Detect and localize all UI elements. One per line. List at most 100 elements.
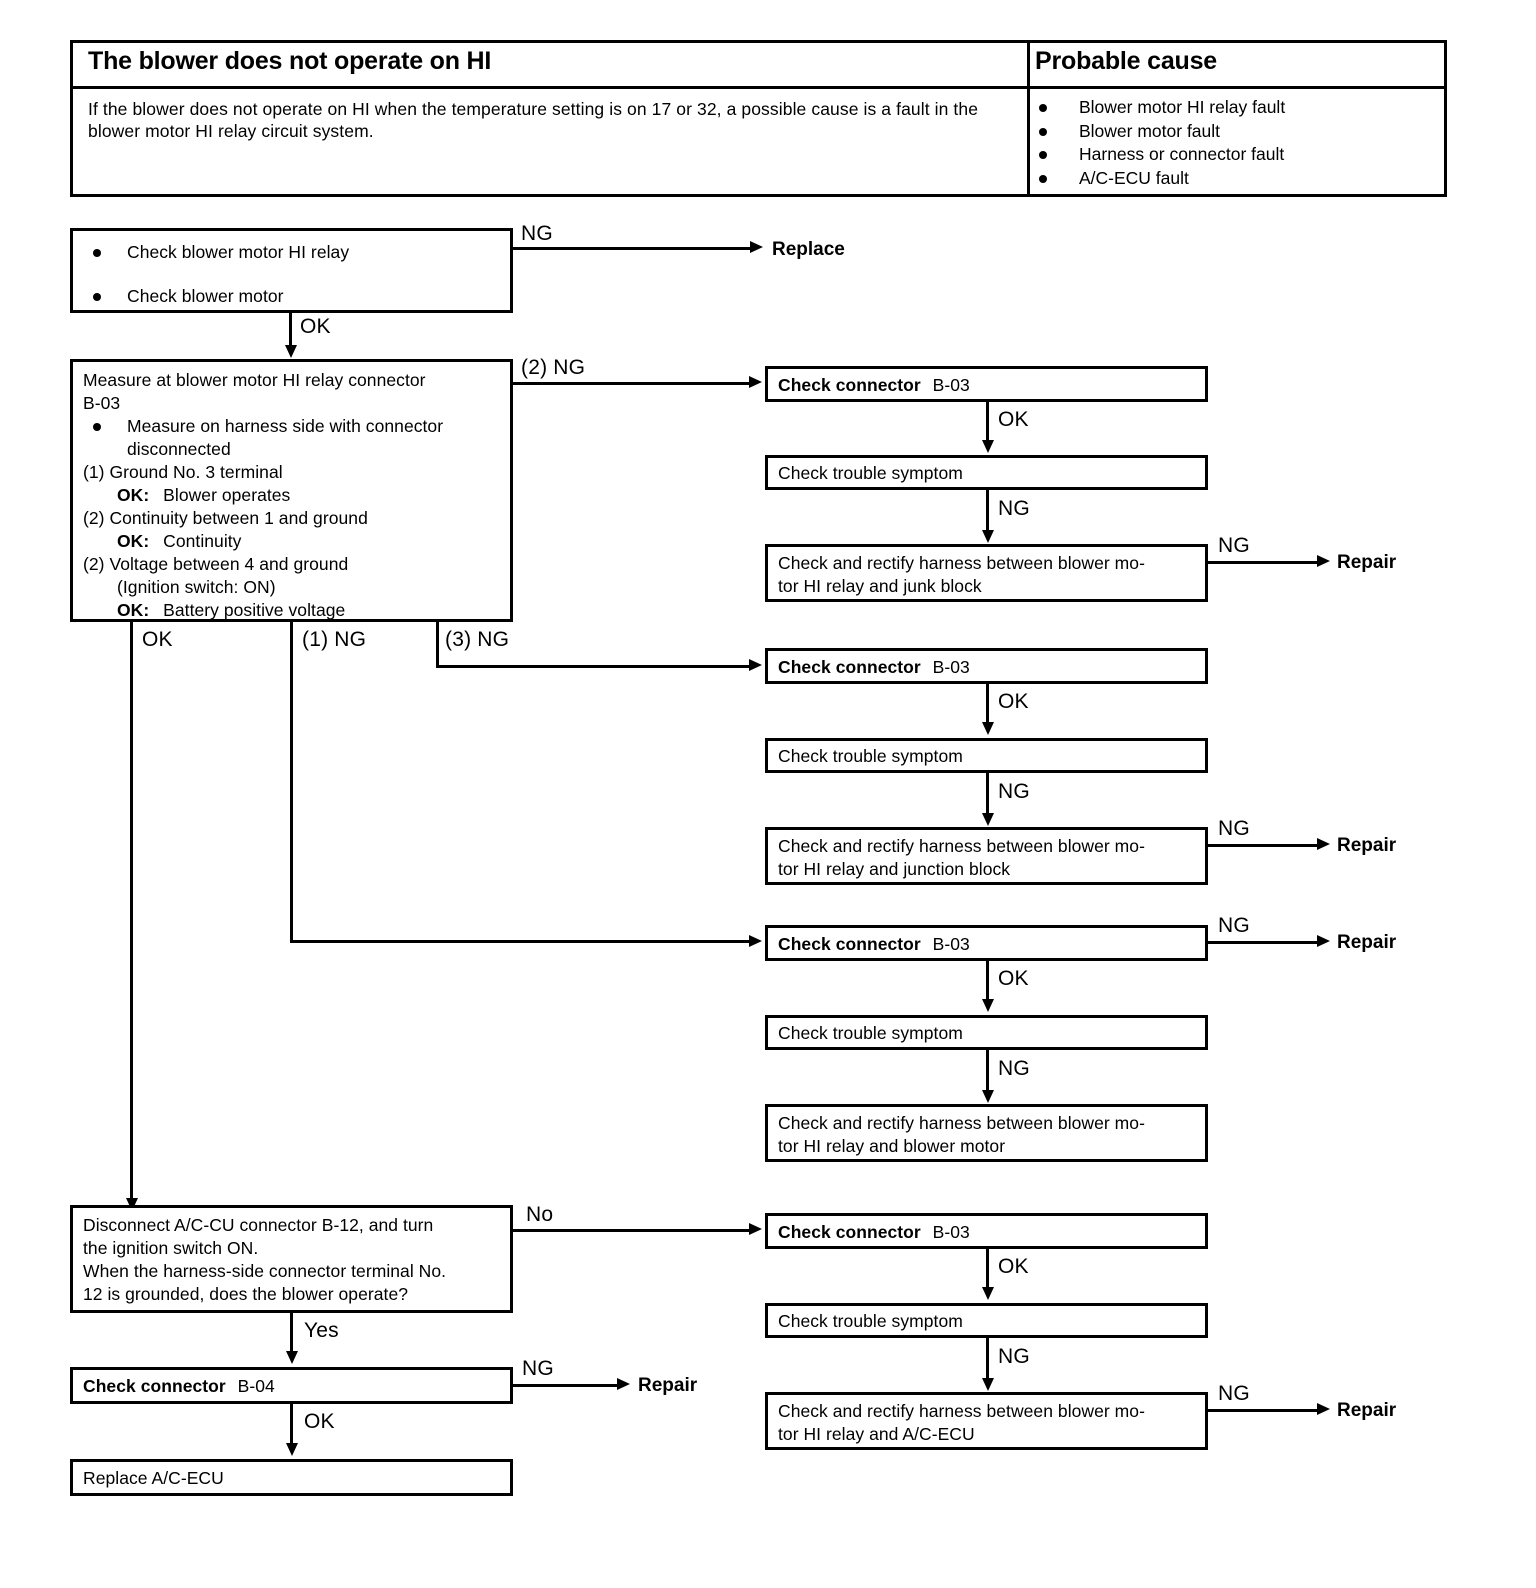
bullet-icon xyxy=(93,293,101,301)
group1-ng-line xyxy=(986,490,989,534)
ok-value: Continuity xyxy=(163,531,242,551)
measure-step-3-ok: OK: Battery positive voltage xyxy=(83,599,504,622)
symptom-description: If the blower does not operate on HI whe… xyxy=(88,99,979,141)
cause-item: Blower motor fault xyxy=(1035,120,1435,144)
edge-label-yes: Yes xyxy=(304,1319,339,1342)
group3-check-connector-box[interactable]: Check connector B-03 xyxy=(765,925,1208,961)
measure-step-2: (2) Continuity between 1 and ground xyxy=(83,508,368,528)
group2-harness-box[interactable]: Check and rectify harness between blower… xyxy=(765,827,1208,885)
connector-id: B-04 xyxy=(237,1376,275,1396)
harness-line2: tor HI relay and junk block xyxy=(778,576,982,596)
arrow-right-icon xyxy=(617,1378,630,1390)
check-symptom-label: Check trouble symptom xyxy=(778,463,963,483)
arrow-right-icon xyxy=(1317,555,1330,567)
arrow-right-icon xyxy=(1317,838,1330,850)
b04-ng-repair-line xyxy=(513,1384,620,1387)
check-motor-label: Check blower motor xyxy=(127,286,284,306)
arrow-right-icon xyxy=(749,376,762,388)
disconnect-line2: the ignition switch ON. xyxy=(83,1238,259,1258)
group4-ng-line xyxy=(986,1338,989,1382)
arrow-right-icon xyxy=(1317,935,1330,947)
ng-line-replace xyxy=(513,247,753,250)
group2-check-connector-box[interactable]: Check connector B-03 xyxy=(765,648,1208,684)
cause-item-label: Harness or connector fault xyxy=(1079,144,1285,164)
edge-label-ok: OK xyxy=(998,1255,1029,1278)
arrow-right-icon xyxy=(1317,1403,1330,1415)
arrow-down-icon xyxy=(982,999,994,1012)
check-symptom-label: Check trouble symptom xyxy=(778,1023,963,1043)
check-relay-box[interactable]: Check blower motor HI relay Check blower… xyxy=(70,228,513,313)
bullet-icon xyxy=(1039,127,1047,136)
arrow-right-icon xyxy=(750,241,763,253)
edge-label-ng: NG xyxy=(522,1357,554,1380)
measure-step-3-sub: (Ignition switch: ON) xyxy=(117,577,276,597)
edge-label-ng: NG xyxy=(521,222,553,245)
group2-ng-repair-line xyxy=(1208,844,1320,847)
measure-line2: B-03 xyxy=(83,393,121,413)
ng2-line xyxy=(513,382,750,385)
group3-harness-box[interactable]: Check and rectify harness between blower… xyxy=(765,1104,1208,1162)
check-connector-label: Check connector xyxy=(778,657,921,677)
ok-value: Battery positive voltage xyxy=(163,600,346,620)
arrow-down-icon xyxy=(285,345,297,358)
terminal-repair: Repair xyxy=(1337,552,1397,573)
measure-step-3: (2) Voltage between 4 and ground xyxy=(83,554,349,574)
terminal-repair: Repair xyxy=(1337,835,1397,856)
bullet-icon xyxy=(1039,104,1047,112)
edge-label-ok: OK xyxy=(998,408,1029,431)
edge-label-ng: NG xyxy=(1218,817,1250,840)
check-motor-item: Check blower motor xyxy=(83,285,504,308)
measure-bullet-item: Measure on harness side with connector d… xyxy=(83,415,504,461)
edge-label-ng1: (1) NG xyxy=(302,628,367,651)
bullet-icon xyxy=(1039,151,1047,159)
check-relay-label: Check blower motor HI relay xyxy=(127,242,350,262)
disconnect-line4: 12 is grounded, does the blower operate? xyxy=(83,1284,409,1304)
group4-harness-box[interactable]: Check and rectify harness between blower… xyxy=(765,1392,1208,1450)
check-connector-label: Check connector xyxy=(778,1222,921,1242)
probable-cause-list: Blower motor HI relay fault Blower motor… xyxy=(1035,96,1435,190)
check-connector-label: Check connector xyxy=(83,1376,226,1396)
arrow-down-icon xyxy=(982,1090,994,1103)
header-column-divider xyxy=(1027,40,1030,197)
arrow-down-icon xyxy=(982,530,994,543)
edge-label-no: No xyxy=(526,1203,554,1226)
ok-line-box1-box2 xyxy=(289,313,292,349)
group1-ng-repair-line xyxy=(1208,561,1320,564)
harness-line1: Check and rectify harness between blower… xyxy=(778,553,1145,573)
edge-label-ok: OK xyxy=(300,315,331,338)
group4-ok-line xyxy=(986,1249,989,1291)
ng1-line-vertical xyxy=(290,622,293,943)
ok-label: OK: xyxy=(117,600,150,620)
group1-check-connector-box[interactable]: Check connector B-03 xyxy=(765,366,1208,402)
bullet-icon xyxy=(1039,174,1047,183)
edge-label-ng2: (2) NG xyxy=(521,356,586,379)
ok-value: Blower operates xyxy=(163,485,291,505)
arrow-right-icon xyxy=(749,935,762,947)
arrow-down-icon xyxy=(982,440,994,453)
harness-line1: Check and rectify harness between blower… xyxy=(778,1113,1145,1133)
group1-harness-box[interactable]: Check and rectify harness between blower… xyxy=(765,544,1208,602)
group3-check-symptom-box[interactable]: Check trouble symptom xyxy=(765,1015,1208,1050)
cause-item: A/C-ECU fault xyxy=(1035,167,1435,191)
replace-acecu-box[interactable]: Replace A/C-ECU xyxy=(70,1459,513,1496)
harness-line1: Check and rectify harness between blower… xyxy=(778,836,1145,856)
b04-ok-line xyxy=(290,1404,293,1447)
edge-label-ng: NG xyxy=(998,1345,1030,1368)
measure-line1: Measure at blower motor HI relay connect… xyxy=(83,370,426,390)
group1-check-symptom-box[interactable]: Check trouble symptom xyxy=(765,455,1208,490)
harness-line1: Check and rectify harness between blower… xyxy=(778,1401,1145,1421)
group3-ng-repair-line xyxy=(1208,941,1320,944)
check-connector-b04-box[interactable]: Check connector B-04 xyxy=(70,1367,513,1404)
group2-check-symptom-box[interactable]: Check trouble symptom xyxy=(765,738,1208,773)
cause-item-label: Blower motor HI relay fault xyxy=(1079,97,1286,117)
cause-item-label: A/C-ECU fault xyxy=(1079,167,1189,188)
connector-id: B-03 xyxy=(932,1222,970,1242)
measure-box[interactable]: Measure at blower motor HI relay connect… xyxy=(70,359,513,622)
group4-check-connector-box[interactable]: Check connector B-03 xyxy=(765,1213,1208,1249)
edge-label-ng: NG xyxy=(1218,1382,1250,1405)
group3-ng-line xyxy=(986,1050,989,1094)
check-relay-item: Check blower motor HI relay xyxy=(83,241,504,264)
disconnect-acu-box[interactable]: Disconnect A/C-CU connector B-12, and tu… xyxy=(70,1205,513,1313)
ng3-line-horizontal xyxy=(436,665,750,668)
group4-check-symptom-box[interactable]: Check trouble symptom xyxy=(765,1303,1208,1338)
